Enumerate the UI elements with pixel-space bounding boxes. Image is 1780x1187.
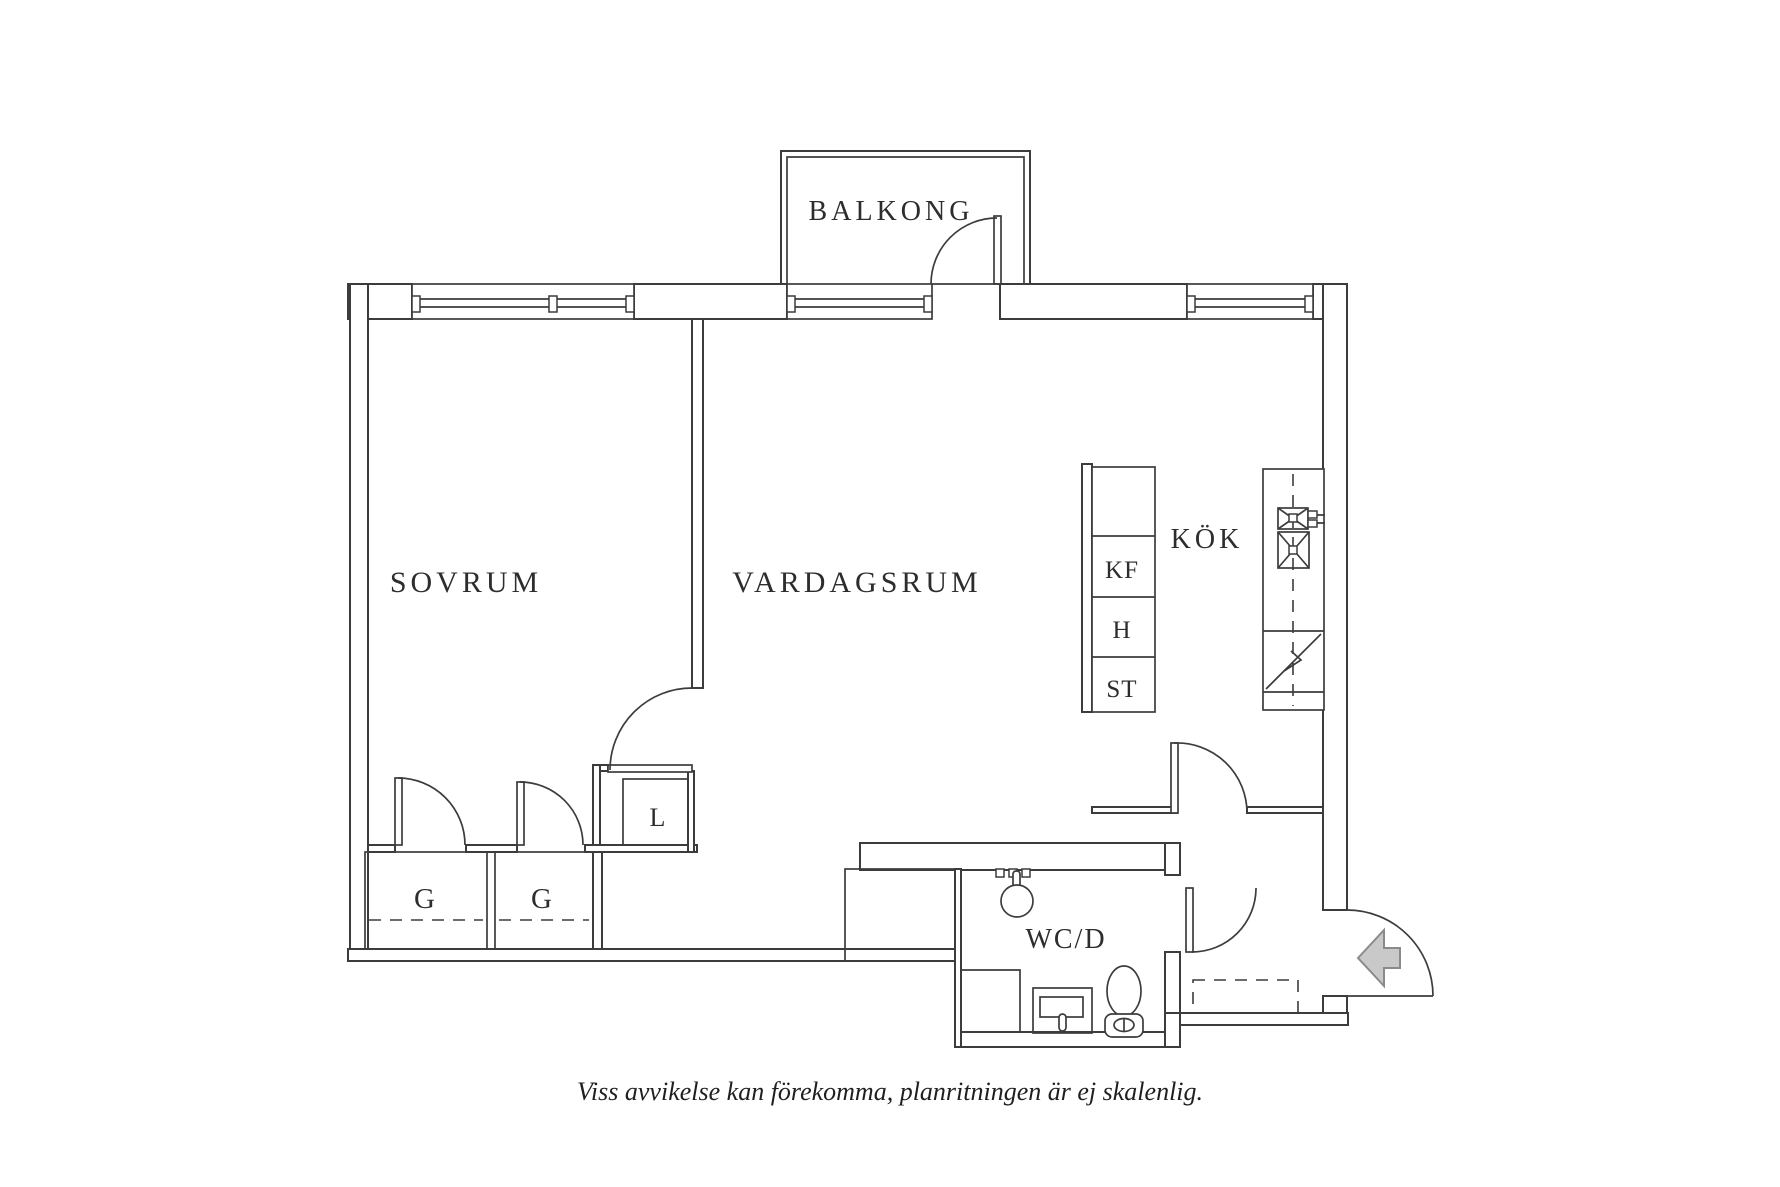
bedroom-window — [411, 283, 635, 320]
room-label-kok: KÖK — [1171, 524, 1244, 555]
room-label-wcd: WC/D — [1025, 924, 1106, 955]
shower-icon — [995, 868, 1034, 918]
wc-door-leaf — [1185, 887, 1194, 953]
room-label-balkong: BALKONG — [809, 196, 974, 227]
wc-floor-step — [961, 969, 1021, 1032]
bedroom-door-swing — [609, 687, 693, 771]
doors — [394, 687, 1434, 997]
wardrobe2-box — [494, 851, 594, 950]
balcony-door-leaf — [993, 215, 1002, 285]
interior-walls — [367, 318, 1324, 1048]
wc-fixtures — [844, 868, 1299, 1038]
shaft-box — [844, 868, 956, 962]
closet-label-g2: G — [531, 883, 553, 915]
balcony-outline — [780, 150, 1031, 285]
kitchen-sink-small — [1277, 507, 1325, 530]
windows — [411, 283, 1314, 320]
kitchen-tall-units — [1091, 466, 1156, 713]
closet-area — [364, 778, 689, 950]
washbasin-icon — [1032, 987, 1093, 1034]
wardrobe1-box — [364, 851, 488, 950]
wardrobe1-door-swing — [397, 777, 466, 846]
livingroom-window — [786, 283, 933, 320]
closet-label-g1: G — [414, 883, 436, 915]
bedroom-door-leaf — [607, 764, 693, 773]
room-label-vardagsrum: VARDAGSRUM — [732, 566, 982, 599]
kitchen-sink-large — [1277, 531, 1310, 569]
kitchen-window — [1186, 283, 1314, 320]
linen-closet-box — [622, 778, 689, 846]
wardrobe2-door-swing — [519, 781, 584, 846]
hall-dashed-unit — [1192, 979, 1299, 1014]
kitchen-fixtures — [1091, 466, 1325, 713]
kitchen-door-leaf — [1170, 742, 1179, 814]
balcony-door-swing — [930, 217, 998, 285]
entry-arrow-icon — [1356, 927, 1401, 989]
wardrobe1-door-leaf — [394, 777, 403, 846]
closet-label-l: L — [650, 803, 667, 832]
disclaimer-text: Viss avvikelse kan förekomma, planritnin… — [577, 1077, 1203, 1106]
kitchen-diagonal-unit — [1263, 630, 1324, 693]
kitchen-door-swing — [1173, 742, 1248, 814]
room-label-sovrum: SOVRUM — [390, 566, 542, 599]
entry-door-swing — [1346, 909, 1434, 997]
labels: BALKONG SOVRUM VARDAGSRUM KÖK WC/D G G L… — [390, 196, 1244, 1106]
toilet-icon — [1104, 965, 1144, 1038]
wc-door-swing — [1191, 887, 1257, 953]
exterior-walls — [347, 283, 1349, 1048]
unit-label-st: ST — [1106, 676, 1137, 703]
wardrobe2-door-leaf — [516, 781, 525, 846]
unit-label-h: H — [1112, 617, 1131, 644]
unit-label-kf: KF — [1105, 557, 1139, 584]
